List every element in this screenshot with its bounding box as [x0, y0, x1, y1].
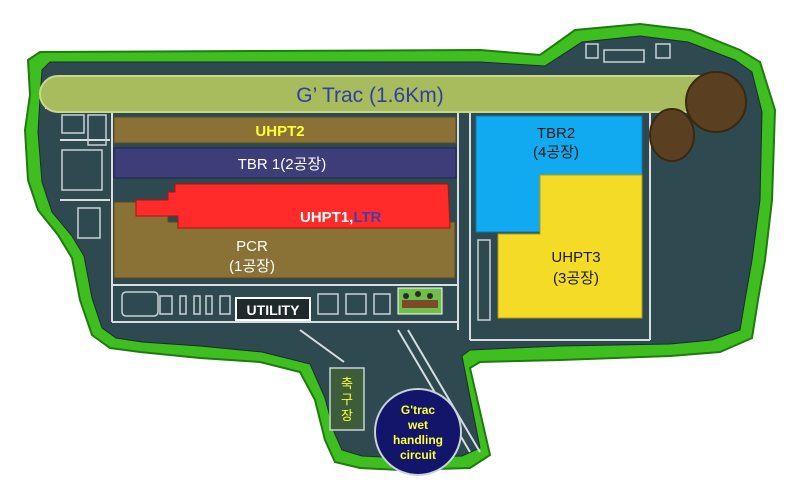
meeting-room-thumbnail	[397, 287, 443, 315]
building-uhpt3-label-line1: UHPT3	[551, 249, 600, 266]
building-pcr-label-line2: (1공장)	[229, 258, 275, 275]
g-trac-label: G’ Trac (1.6Km)	[296, 84, 443, 107]
track-end-circle-large	[685, 71, 747, 133]
wet-circuit-label-line1: G'trac	[401, 403, 436, 417]
building-uhpt3-label-line2: (3공장)	[553, 270, 599, 287]
soccer-field	[329, 367, 365, 431]
utility-structures	[121, 291, 391, 317]
utility-label: UTILITY	[247, 302, 301, 318]
wet-circuit-label-line4: circuit	[400, 448, 436, 462]
utility-building	[235, 297, 311, 321]
building-tbr2-label-line1: TBR2	[537, 125, 575, 142]
track-end-circle-small	[649, 108, 695, 162]
building-uhpt1-label: UHPT1,	[300, 209, 353, 226]
building-tbr1	[113, 147, 457, 179]
soccer-field-label-1: 축	[341, 376, 353, 391]
building-uhpt3	[497, 174, 643, 319]
wet-handling-circuit	[374, 388, 462, 476]
building-uhpt2-label: UHPT2	[255, 123, 304, 140]
top-right-auxiliary-buildings	[585, 43, 671, 63]
building-ltr-label: LTR	[353, 209, 381, 226]
connector-strip	[477, 239, 491, 321]
building-uhpt1-ltr	[135, 183, 451, 229]
wet-circuit-label-line2: wet	[407, 418, 428, 432]
soccer-field-label-3: 장	[341, 408, 353, 423]
wet-circuit-label-line3: handling	[393, 433, 443, 447]
building-uhpt1-ltr-label: UHPT1,LTR	[300, 209, 382, 226]
building-uhpt2	[113, 116, 457, 144]
left-auxiliary-buildings	[61, 114, 107, 239]
building-tbr2-label-line2: (4공장)	[533, 144, 579, 161]
building-tbr1-label: TBR 1(2공장)	[238, 156, 326, 173]
soccer-field-label-2: 구	[341, 392, 353, 407]
building-pcr-label-line1: PCR	[236, 238, 268, 255]
